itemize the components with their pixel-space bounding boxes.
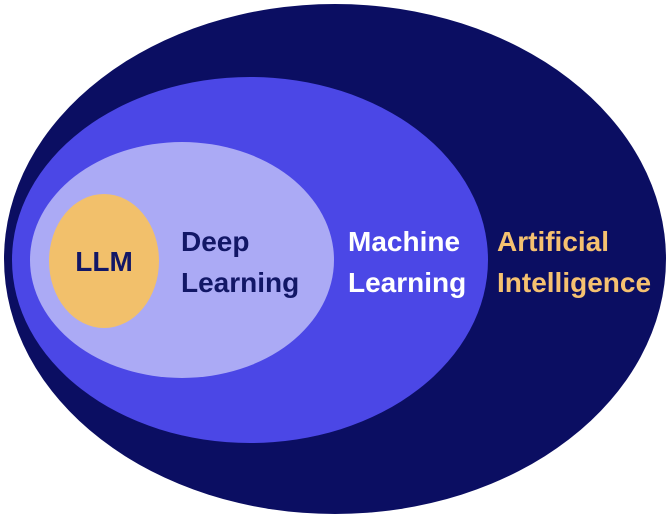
label-deep-learning-line1: Deep [181, 226, 249, 257]
label-machine-learning-line1: Machine [348, 226, 460, 257]
label-artificial-intelligence-line1: Artificial [497, 226, 609, 257]
label-deep-learning-line2: Learning [181, 267, 299, 298]
label-llm: LLM [75, 246, 133, 277]
ellipse-llm [49, 194, 159, 328]
label-artificial-intelligence-line2: Intelligence [497, 267, 651, 298]
label-machine-learning-line2: Learning [348, 267, 466, 298]
